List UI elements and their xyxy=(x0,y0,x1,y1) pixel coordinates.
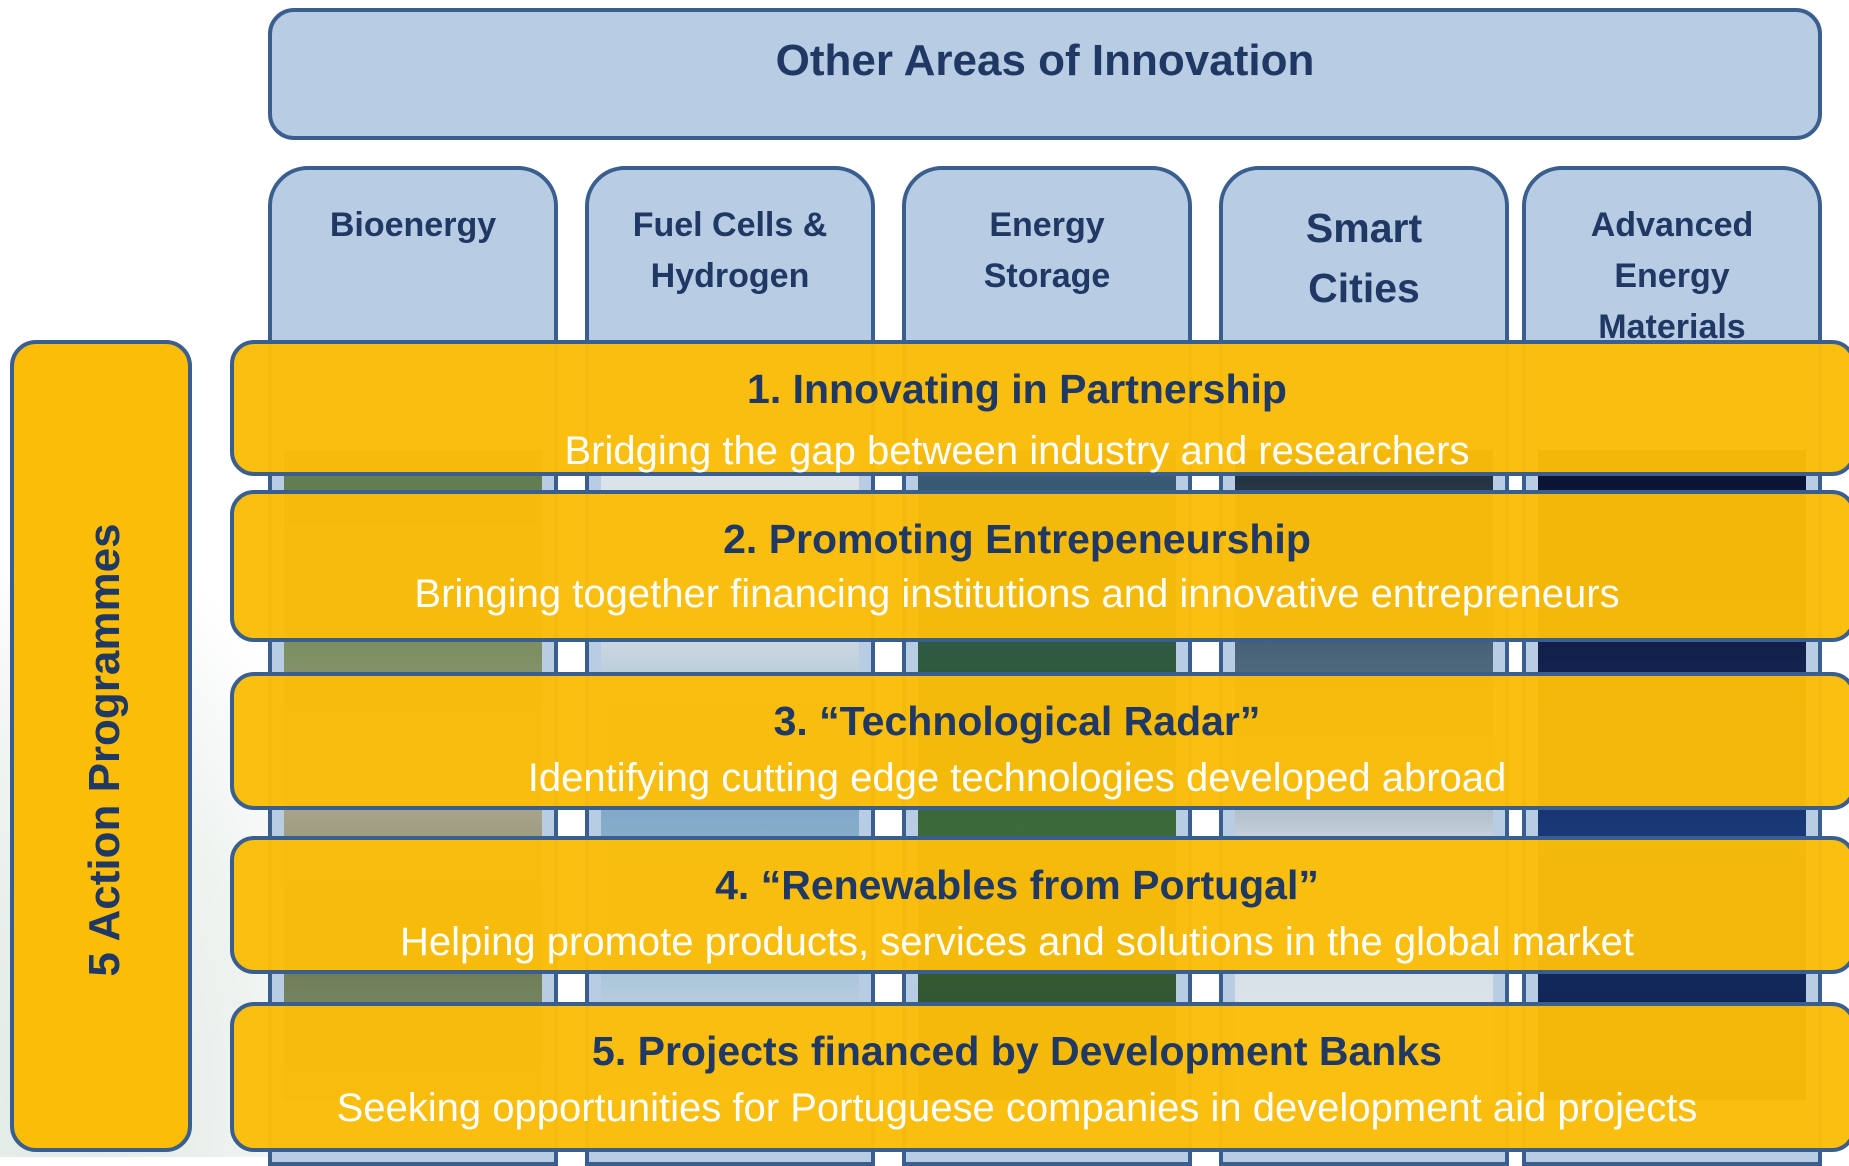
programme-title: 2. Promoting Entrepeneurship xyxy=(723,516,1311,562)
programme-subtitle: Bridging the gap between industry and re… xyxy=(564,429,1470,473)
programme-title: 5. Projects financed by Development Bank… xyxy=(592,1028,1442,1074)
programme-band-5: 5. Projects financed by Development Bank… xyxy=(230,1002,1849,1152)
column-label-advanced-energy-materials: Advanced Energy Materials xyxy=(1590,206,1754,346)
programme-band-4: 4. “Renewables from Portugal” Helping pr… xyxy=(230,836,1849,974)
programme-subtitle: Bringing together financing institutions… xyxy=(414,572,1620,616)
programme-band-1: 1. Innovating in Partnership Bridging th… xyxy=(230,340,1849,476)
column-label-bioenergy: Bioenergy xyxy=(329,206,497,244)
programme-title: 4. “Renewables from Portugal” xyxy=(715,862,1319,908)
other-areas-title: Other Areas of Innovation xyxy=(775,36,1315,85)
programme-band-3: 3. “Technological Radar” Identifying cut… xyxy=(230,672,1849,810)
action-programmes-sidebar: 5 Action Programmes xyxy=(10,340,192,1152)
column-label-energy-storage: Energy Storage xyxy=(983,206,1111,295)
column-label-fuel-cells-hydrogen: Fuel Cells & Hydrogen xyxy=(632,206,828,295)
action-programmes-label: 5 Action Programmes xyxy=(80,523,129,977)
programme-subtitle: Seeking opportunities for Portuguese com… xyxy=(336,1086,1698,1130)
programme-subtitle: Helping promote products, services and s… xyxy=(400,920,1634,964)
programme-band-2: 2. Promoting Entrepeneurship Bringing to… xyxy=(230,490,1849,642)
programme-title: 1. Innovating in Partnership xyxy=(747,366,1287,412)
other-areas-box: Other Areas of Innovation xyxy=(268,8,1822,140)
programme-title: 3. “Technological Radar” xyxy=(773,698,1261,744)
programme-subtitle: Identifying cutting edge technologies de… xyxy=(527,756,1507,800)
column-label-smart-cities: Smart Cities xyxy=(1305,205,1423,311)
